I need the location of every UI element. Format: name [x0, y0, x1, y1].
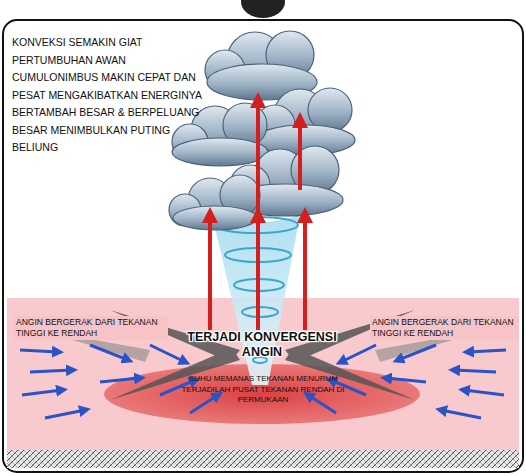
wind-note: ANGIN BERGERAK DARI TEKANAN TINGGI KE RE… [370, 316, 519, 340]
convergence-label: TERJADI KONVERGENSI ANGIN [172, 330, 352, 360]
wind-note: ANGIN BERGERAK DARI TEKANAN TINGGI KE RE… [14, 316, 168, 340]
description-note: KONVEKSI SEMAKIN GIAT PERTUMBUHAN AWAN C… [12, 34, 212, 157]
low-pressure-note: SUHU MEMANAS TEKANAN MENURUN TERJADILAH … [178, 374, 348, 406]
